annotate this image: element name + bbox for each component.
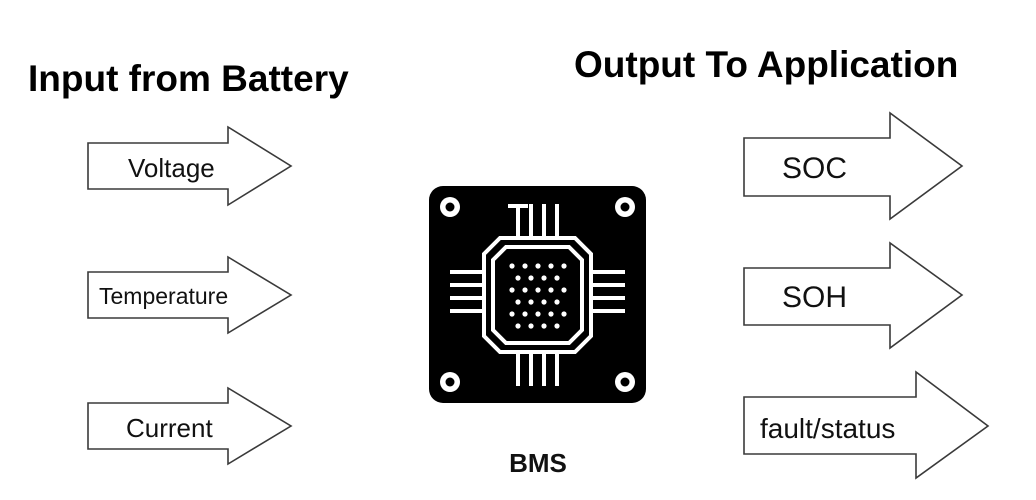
output-label-soc: SOC xyxy=(782,152,847,185)
chip-pins xyxy=(450,204,625,386)
input-arrow-current: Current xyxy=(87,386,293,466)
output-arrow-soh: SOH xyxy=(743,241,964,350)
input-arrow-voltage: Voltage xyxy=(87,125,293,207)
input-label-temperature: Temperature xyxy=(99,283,228,309)
input-heading: Input from Battery xyxy=(28,58,349,99)
output-label-fault-status: fault/status xyxy=(760,413,895,444)
input-arrow-temperature: Temperature xyxy=(87,255,293,335)
microchip-icon xyxy=(429,186,646,403)
output-heading: Output To Application xyxy=(574,44,959,85)
input-label-voltage: Voltage xyxy=(128,153,215,183)
output-arrow-fault-status: fault/status xyxy=(743,370,990,480)
input-label-current: Current xyxy=(126,413,213,443)
output-label-soh: SOH xyxy=(782,281,847,314)
chip-die-dots xyxy=(509,263,567,329)
chip-label: BMS xyxy=(509,448,567,478)
output-arrow-soc: SOC xyxy=(743,111,964,221)
